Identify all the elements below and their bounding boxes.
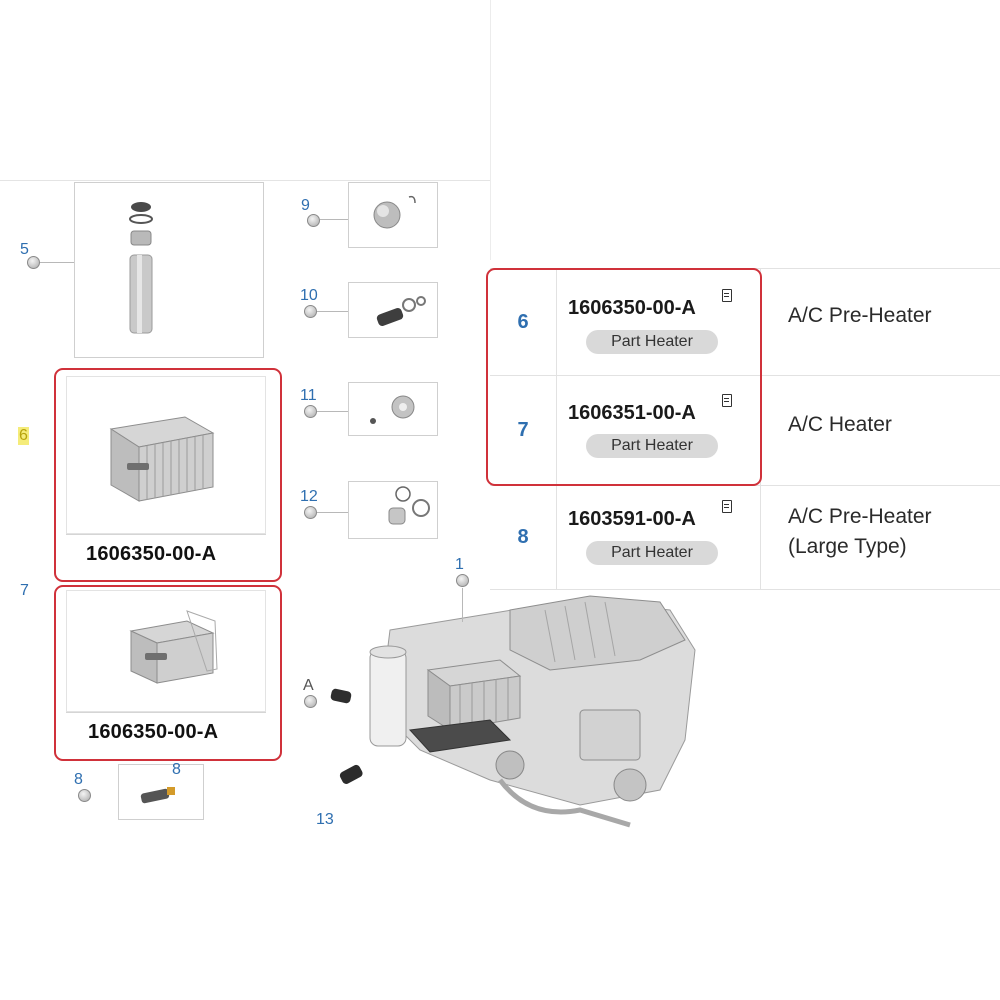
row-description: A/C Pre-Heater (788, 304, 932, 327)
callout-12: 12 (300, 488, 318, 505)
pin-icon (304, 506, 317, 519)
top-vertical-divider (490, 0, 491, 260)
thermal-module-assembly-image (369, 595, 696, 828)
pin-icon (307, 214, 320, 227)
callout-A: A (303, 677, 314, 694)
row-badge: Part Heater (586, 541, 718, 565)
callout-1: 1 (455, 556, 464, 573)
row-badge: Part Heater (586, 434, 718, 458)
part-7-highlight-frame (54, 585, 282, 761)
callout-8: 8 (74, 771, 83, 788)
sensor-image (140, 787, 175, 804)
part-7-code: 1606350-00-A (88, 721, 219, 743)
table-row[interactable]: 6 1606350-00-A Part Heater A/C Pre-Heate… (490, 268, 1000, 376)
pin-icon (304, 405, 317, 418)
leader-5 (38, 262, 74, 263)
plug-13-image (339, 764, 363, 784)
leader-1 (462, 588, 463, 622)
filter-dryer-image (129, 202, 153, 334)
row-part-code: 1606350-00-A (568, 297, 696, 319)
part-10-box (348, 282, 438, 338)
document-icon[interactable] (722, 394, 732, 407)
callout-6: 6 (18, 427, 29, 445)
callout-10: 10 (300, 287, 318, 304)
callout-11: 11 (300, 387, 317, 404)
pin-icon (27, 256, 40, 269)
valve-9-image (373, 195, 416, 229)
part-6-caption-rule (66, 534, 266, 535)
pin-icon (304, 305, 317, 318)
document-icon[interactable] (722, 289, 732, 302)
callout-7: 7 (20, 582, 29, 599)
row-description: A/C Pre-Heater (788, 505, 932, 528)
part-7-box (66, 590, 266, 712)
table-row[interactable]: 8 1603591-00-A Part Heater A/C Pre-Heate… (490, 486, 1000, 590)
callout-5: 5 (20, 241, 29, 258)
pin-icon (78, 789, 91, 802)
leader-10 (317, 311, 348, 312)
part-6-code: 1606350-00-A (86, 543, 217, 565)
part-7-caption-rule (66, 712, 266, 713)
leader-12 (317, 512, 348, 513)
leader-9 (320, 219, 348, 220)
pre-heater-image (109, 416, 215, 502)
part-12-box (348, 481, 438, 539)
part-6-box (66, 376, 266, 534)
desc-divider (760, 486, 761, 589)
table-highlight-frame (486, 268, 762, 486)
row-part-code: 1606351-00-A (568, 402, 696, 424)
leader-11 (317, 411, 348, 412)
part-8-box (118, 764, 204, 820)
document-icon[interactable] (722, 500, 732, 513)
valve-11-image (370, 395, 415, 424)
row-badge: Part Heater (586, 330, 718, 354)
part-11-box (348, 382, 438, 436)
row-part-code: 1603591-00-A (568, 508, 696, 530)
callout-9: 9 (301, 197, 310, 214)
row-description-sub: (Large Type) (788, 535, 907, 558)
callout-8-secondary: 8 (172, 761, 181, 778)
callout-13: 13 (316, 811, 334, 828)
row-description: A/C Heater (788, 413, 892, 436)
heater-image (129, 610, 218, 684)
top-divider (0, 180, 490, 181)
pin-icon (456, 574, 469, 587)
row-index: 6 (490, 269, 557, 375)
row-index: 8 (490, 486, 557, 589)
valve-10-image (376, 296, 426, 326)
part-5-box (74, 182, 264, 358)
pin-icon (304, 695, 317, 708)
part-9-box (348, 182, 438, 248)
part-6-highlight-frame (54, 368, 282, 582)
plug-a-image (330, 688, 352, 704)
row-index: 7 (490, 376, 557, 485)
valve-12-image (388, 486, 430, 525)
